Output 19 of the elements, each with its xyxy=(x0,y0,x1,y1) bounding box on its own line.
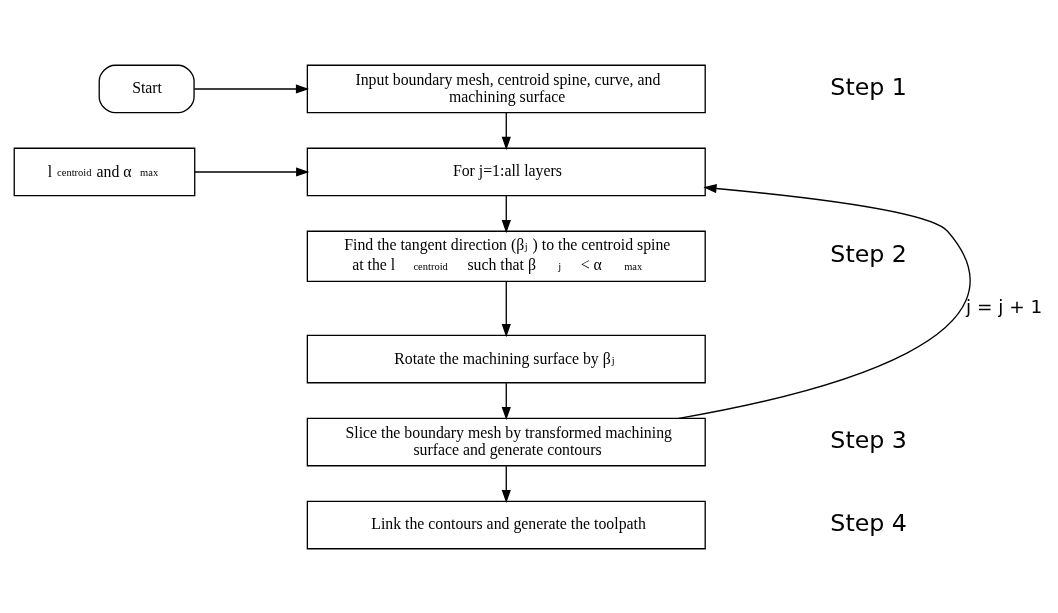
node-box: Slice the boundary mesh by transformed machining surface and generate contours xyxy=(306,417,706,466)
arrow xyxy=(501,280,511,337)
arrow xyxy=(501,382,511,420)
node-box: For j=1:all layers xyxy=(306,147,706,196)
edge-label: j = j + 1 xyxy=(966,295,1043,317)
arrow xyxy=(501,194,511,233)
label: Step 2 xyxy=(830,239,907,268)
label: Step 4 xyxy=(830,508,907,537)
node-box: Start xyxy=(98,64,195,113)
node-box: Input boundary mesh, centroid spine, curve, and machining surface xyxy=(306,64,706,113)
label: Step 1 xyxy=(830,72,907,101)
arrow xyxy=(678,183,971,419)
node-box: Rotate the machining surface by βj xyxy=(306,334,706,383)
arrow xyxy=(194,166,310,177)
arrow xyxy=(193,83,310,94)
node-box: Link the contours and generate the toolpath xyxy=(306,500,706,549)
arrow xyxy=(501,111,511,150)
arrow xyxy=(501,465,511,503)
label: Step 3 xyxy=(830,425,907,454)
